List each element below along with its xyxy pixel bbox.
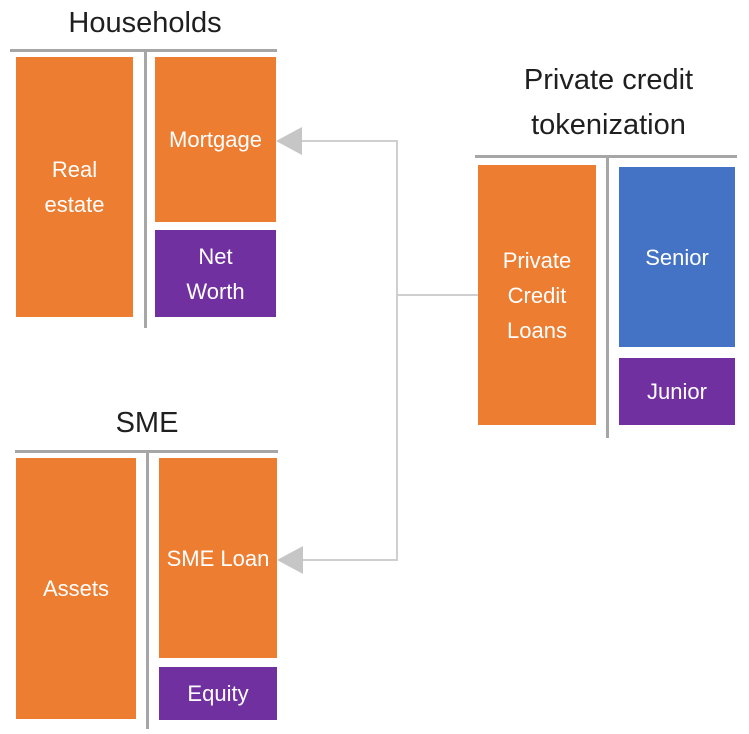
senior-tranche-box: Senior xyxy=(619,167,735,347)
sme-vertical-divider xyxy=(146,450,149,729)
households-title: Households xyxy=(68,7,222,39)
real-estate-label: Real estate xyxy=(44,157,105,217)
connector-to-sme-loan-line xyxy=(302,559,396,561)
households-mortgage-box: Mortgage xyxy=(155,57,276,222)
net-worth-label: Net Worth xyxy=(186,243,245,304)
mortgage-label: Mortgage xyxy=(169,127,262,152)
tokenization-title: Private credit tokenization xyxy=(523,64,694,141)
households-horizontal-divider xyxy=(10,49,277,52)
private-credit-loans-box: Private Credit Loans xyxy=(478,165,596,425)
connector-from-private-credit-line xyxy=(398,294,478,296)
junior-tranche-box: Junior xyxy=(619,358,735,425)
private-credit-loans-label: Private Credit Loans xyxy=(502,247,572,343)
sme-title: SME xyxy=(115,407,179,439)
senior-label: Senior xyxy=(645,244,709,270)
arrowhead-mortgage-icon xyxy=(276,127,302,155)
sme-equity-box: Equity xyxy=(159,667,277,720)
assets-label: Assets xyxy=(42,576,110,601)
sme-loan-label: SME Loan xyxy=(166,545,270,571)
households-vertical-divider xyxy=(144,49,147,328)
sme-loan-box: SME Loan xyxy=(159,458,277,658)
connector-vertical-line xyxy=(396,140,398,561)
connector-to-mortgage-line xyxy=(299,140,396,142)
arrowhead-sme-loan-icon xyxy=(277,546,303,574)
households-real-estate-box: Real estate xyxy=(16,57,133,317)
tokenization-vertical-divider xyxy=(606,155,609,438)
households-net-worth-box: Net Worth xyxy=(155,230,276,317)
equity-label: Equity xyxy=(187,681,249,706)
junior-label: Junior xyxy=(647,379,707,404)
sme-assets-box: Assets xyxy=(16,458,136,719)
